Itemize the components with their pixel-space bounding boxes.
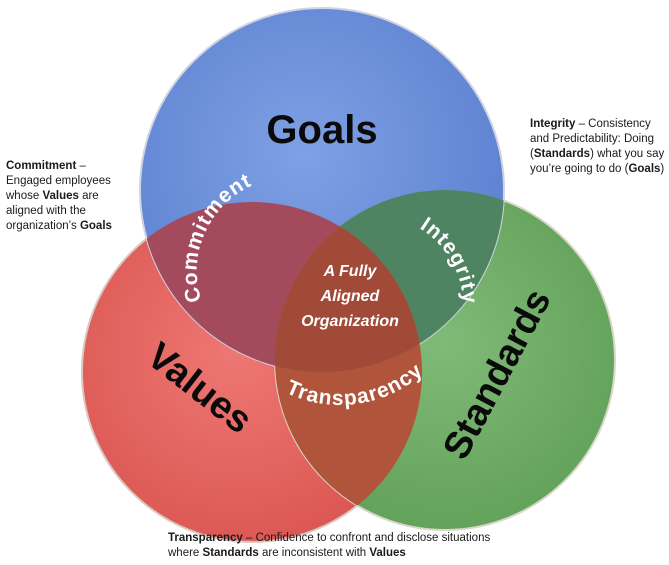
center-label-line1: A Fully xyxy=(323,263,378,280)
integrity-note-text-2: ) what you say you’re going to do ( xyxy=(530,148,665,175)
commitment-note-dash: – xyxy=(76,160,86,172)
integrity-note-text-1: Consistency and Predictability: Doing ( xyxy=(530,118,655,160)
transparency-note-text-2: are inconsistent with xyxy=(258,547,370,559)
integrity-note-title: Integrity xyxy=(530,118,576,130)
transparency-note-dash: – xyxy=(242,532,256,544)
commitment-note: Commitment – Engaged employees whose Val… xyxy=(6,159,124,234)
integrity-note-standards: Standards xyxy=(533,148,591,160)
transparency-note-standards: Standards xyxy=(202,547,259,559)
integrity-note-goals: Goals xyxy=(628,163,661,175)
center-overlap xyxy=(275,202,422,372)
commitment-note-text-2: are aligned with the organization’s xyxy=(6,190,99,232)
commitment-note-text-1: Engaged employees whose xyxy=(6,175,111,202)
integrity-note-text-3: ) xyxy=(660,163,665,175)
transparency-note-title: Transparency xyxy=(168,532,243,544)
transparency-note-values: Values xyxy=(369,547,406,559)
goals-title: Goals xyxy=(266,108,377,152)
center-label-line2: Aligned xyxy=(320,288,381,305)
transparency-note: Transparency – Confidence to confront an… xyxy=(168,531,508,561)
commitment-note-values: Values xyxy=(42,190,79,202)
commitment-note-goals: Goals xyxy=(79,220,112,232)
transparency-note-text-1: Confidence to confront and disclose situ… xyxy=(168,532,491,559)
commitment-note-title: Commitment xyxy=(6,160,77,172)
integrity-note: Integrity – Consistency and Predictabili… xyxy=(530,117,665,177)
center-label-line3: Organization xyxy=(301,313,399,330)
integrity-note-dash: – xyxy=(575,118,589,130)
